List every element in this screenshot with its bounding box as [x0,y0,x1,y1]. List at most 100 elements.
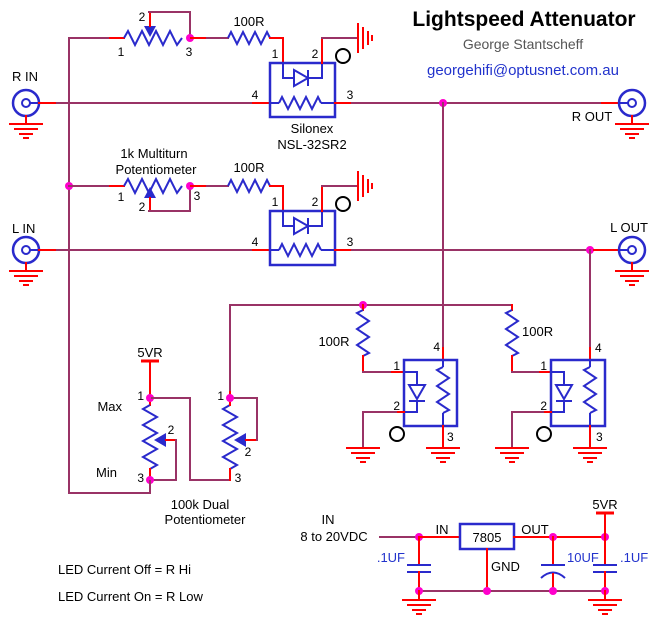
ground-icon [588,599,622,615]
pin-label: 4 [595,341,602,355]
r-out-label: R OUT [572,109,613,124]
r-in-jack [11,88,41,118]
pin-label: 1 [217,389,224,403]
cap-curved-plate [540,571,566,579]
pin-label: 3 [347,235,354,249]
pin-label: 2 [139,10,146,24]
wire-pota-to-potb [151,397,231,481]
opto-part-name: Silonex [291,121,334,136]
regulator-7805: 7805 [458,522,516,551]
pin-label: 1 [118,45,125,59]
pin-label: 2 [312,195,319,209]
pot-1k-label: 1k Multiturn [120,146,187,161]
indicator-circle [335,48,351,64]
wire-control-return [68,480,151,494]
resistor-track [220,404,240,470]
l-out-jack [617,235,647,265]
max-label: Max [97,399,122,414]
resistor-track [123,176,183,196]
pin-label: 1 [272,195,279,209]
led-icon [293,216,311,236]
junction-dot [146,394,154,402]
pin-label: 3 [194,189,201,203]
dual-pot-label: 100k Dual [171,497,230,512]
opto-body [268,61,337,119]
shunt-opto-r: 100R 1 2 4 3 [318,304,460,463]
ground-icon [615,270,649,286]
pin-label: 2 [393,399,400,413]
shunt-opto-l: 100R 1 2 4 3 [495,304,607,463]
wiper-loop [148,11,191,38]
wire-led-gnd [511,411,544,447]
ground-icon [615,123,649,139]
pot-1k-l: 2 1 3 [118,176,201,214]
led-icon [293,68,311,88]
wire-potb-to-shunt-leds [229,304,513,391]
pin-label: 1 [118,190,125,204]
note-led-off: LED Current Off = R Hi [58,562,191,577]
indicator-circle [536,426,552,442]
rail-5vr-label: 5VR [137,345,162,360]
resistor-100r-r: 100R [227,14,271,47]
r-channel: R IN 2 1 3 100R [9,10,649,494]
resistor-zigzag [227,29,271,47]
psu-in-voltage: 8 to 20VDC [300,529,367,544]
ground-icon [573,447,607,463]
resistor-track [123,28,183,48]
r-in-label: R IN [12,69,38,84]
pin-label: 3 [347,88,354,102]
pin-label: 3 [186,45,193,59]
wiper-arrow [144,187,156,198]
led-anode-wire [551,371,565,385]
led-icon [554,384,574,402]
opto-body [402,358,459,428]
rail-5vr-label: 5VR [592,497,617,512]
regulator-in-label: IN [436,522,449,537]
indicator-circle [389,426,405,442]
pin-label: 3 [447,430,454,444]
l-channel: L IN 1k Multiturn Potentiometer 2 1 3 10… [9,146,649,361]
ground-icon [357,23,373,53]
min-label: Min [96,465,117,480]
led-anode-wire [404,371,418,385]
ground-icon [346,447,380,463]
optocoupler-l-series: 1 2 4 3 [252,171,373,267]
photoresistor-zigzag [278,241,322,259]
resistor-value: 100R [318,334,349,349]
ground-icon [495,447,529,463]
psu-in-label: IN [322,512,335,527]
notes: LED Current Off = R Hi LED Current On = … [58,562,203,604]
cap-value: .1UF [377,550,405,565]
pin-label: 2 [245,445,252,459]
pin-label: 1 [272,47,279,61]
header: Lightspeed Attenuator George Stantscheff… [412,8,635,79]
resistor-track [140,404,160,470]
pin-label: 3 [137,471,144,485]
pot-100k-b: 1 2 3 [217,389,258,485]
wiper-loop [148,186,191,212]
pin-label: 2 [312,47,319,61]
resistor-zigzag [504,309,520,357]
pin-label: 2 [168,423,175,437]
opto-body [549,358,607,428]
r-out-jack [617,88,647,118]
regulator-out-label: OUT [521,522,549,537]
pot-1k-r: 2 1 3 [118,10,194,59]
junction-dot [226,394,234,402]
ground-icon [402,599,436,615]
wire-led-gnd [362,411,397,447]
pin-label: 4 [252,88,259,102]
power-supply: IN 8 to 20VDC IN 7805 OUT 5VR GND .1UF 1… [300,497,648,615]
wiper-loop [151,439,177,481]
photoresistor-zigzag [582,366,598,414]
author-name: George Stantscheff [463,36,583,52]
wire-control-left-vertical [68,37,111,494]
author-email: georgehifi@optusnet.com.au [427,62,619,79]
dual-pot-label: Potentiometer [165,512,247,527]
photoresistor-zigzag [435,366,451,414]
photoresistor-zigzag [278,94,322,112]
cap-value: 10UF [567,550,599,565]
pin-label: 1 [137,389,144,403]
resistor-zigzag [355,309,371,357]
